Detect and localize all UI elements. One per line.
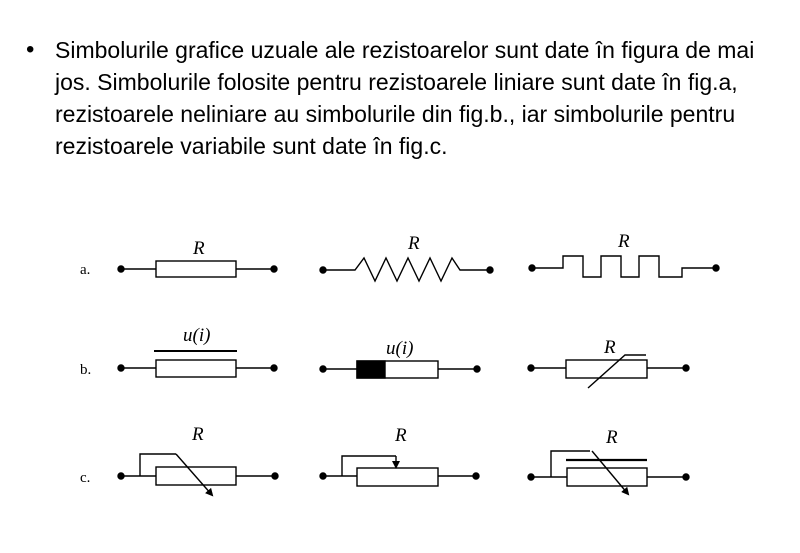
nonlinear-resistor-bar-symbol: u(i) (117, 325, 278, 378)
symbol-label-a2: R (407, 233, 420, 254)
row-label-a: a. (80, 262, 90, 278)
variable-resistor-potentiometer-symbol: R (319, 425, 480, 487)
symbol-label-b3: R (603, 337, 616, 358)
row-label-b: b. (80, 362, 91, 378)
nonlinear-resistor-slash-symbol: R (527, 337, 690, 389)
variable-resistor-rheostat-symbol: R (117, 424, 279, 497)
symbol-label-a1: R (192, 238, 205, 259)
symbol-label-a3: R (617, 231, 630, 252)
symbol-label-b1: u(i) (183, 325, 210, 346)
symbol-label-c3: R (605, 427, 618, 448)
row-label-c: c. (80, 470, 90, 486)
symbol-label-c2: R (394, 425, 407, 446)
nonlinear-resistor-filled-symbol: u(i) (319, 338, 481, 379)
symbol-label-c1: R (191, 424, 204, 445)
bullet-dot: • (26, 36, 35, 63)
linear-resistor-squarewave-symbol: R (528, 231, 720, 278)
description-text: Simbolurile grafice uzuale ale rezistoar… (55, 37, 755, 159)
variable-resistor-bars-symbol: R (527, 427, 690, 496)
symbol-label-b2: u(i) (386, 338, 413, 359)
linear-resistor-zigzag-symbol: R (319, 233, 494, 283)
linear-resistor-rect-symbol: R (117, 238, 278, 278)
